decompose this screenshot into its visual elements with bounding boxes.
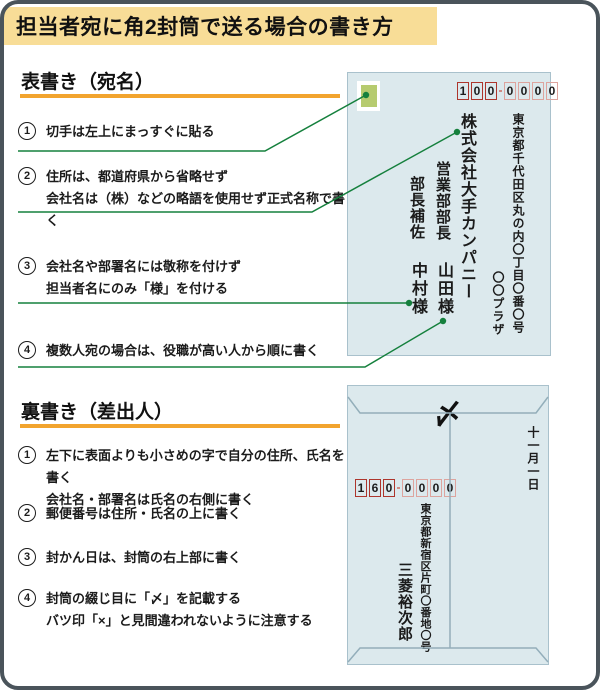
recipient1-title: 営業部部長 — [434, 161, 451, 241]
postal-digit: 1 — [355, 479, 367, 497]
tip-number: 4 — [18, 589, 36, 607]
tip-text: 住所は、都道府県から省略せず — [46, 169, 229, 184]
postal-hyphen — [397, 487, 400, 489]
sealing-date: 十一月一日 — [526, 426, 540, 491]
tip-number: 1 — [18, 122, 36, 140]
back-tip-4: 4 封筒の綴じ目に「〆」を記載する バツ印「×」と見間違われないように注意する — [18, 588, 348, 632]
tip-number: 2 — [18, 504, 36, 522]
stamp-icon — [357, 81, 380, 111]
tip-text: 複数人宛の場合は、役職が高い人から順に書く — [46, 343, 320, 358]
back-tip-1: 1 左下に表面よりも小さめの字で自分の住所、氏名を書く 会社名・部署名は氏名の右… — [18, 445, 348, 511]
section-back-heading: 裏書き（差出人） — [21, 402, 174, 423]
tip-text: バツ印「×」と見間違われないように注意する — [46, 613, 313, 628]
tip-text: 会社名・部署名は氏名の右側に書く — [46, 492, 255, 507]
sender-name: 三菱裕次郎 — [396, 562, 413, 642]
sender-address: 東京都新宿区片町〇番地〇号 — [419, 503, 431, 653]
postal-digit: 0 — [444, 479, 456, 497]
postal-digit: 0 — [518, 82, 530, 100]
page-title: 担当者宛に角2封筒で送る場合の書き方 — [16, 16, 394, 39]
recipient2-name: 中村様 — [409, 262, 426, 316]
front-tip-1: 1 切手は左上にまっすぐに貼る — [18, 121, 348, 143]
back-postal-code: 1 6 0 0 0 0 0 — [355, 479, 456, 497]
section-front-heading: 表書き（宛名） — [21, 72, 155, 93]
tip-text: 会社名や部署名には敬称を付けず — [46, 259, 242, 274]
back-envelope: 〆 十一月一日 1 6 0 0 0 0 0 東京都新宿区片町〇番地〇号 三菱裕次… — [347, 385, 549, 665]
postal-digit: 0 — [504, 82, 516, 100]
tip-text: 郵便番号は住所・氏名の上に書く — [46, 506, 242, 521]
back-tip-2: 2 郵便番号は住所・氏名の上に書く — [18, 503, 348, 525]
postal-digit: 0 — [546, 82, 558, 100]
postal-digit: 0 — [416, 479, 428, 497]
tip-text: 切手は左上にまっすぐに貼る — [46, 124, 215, 139]
postal-digit: 0 — [402, 479, 414, 497]
back-tip-3: 3 封かん日は、封筒の右上部に書く — [18, 547, 348, 569]
postal-digit: 0 — [383, 479, 395, 497]
recipient-address-line1: 東京都千代田区丸の内〇丁目〇番〇号 — [511, 113, 525, 334]
tip-text: 封筒の綴じ目に「〆」を記載する — [46, 591, 242, 606]
front-envelope: 1 0 0 0 0 0 0 東京都千代田区丸の内〇丁目〇番〇号 〇〇プラザ 株式… — [347, 72, 558, 356]
front-tip-2: 2 住所は、都道府県から省略せず 会社名は（株）などの略語を使用せず正式名称で書… — [18, 166, 348, 232]
recipient2-title: 部長補佐 — [408, 176, 425, 240]
front-postal-code: 1 0 0 0 0 0 0 — [457, 82, 558, 100]
tip-number: 4 — [18, 341, 36, 359]
postal-digit: 0 — [485, 82, 497, 100]
section-front-rule — [20, 94, 340, 98]
postal-digit: 0 — [532, 82, 544, 100]
postal-digit: 0 — [430, 479, 442, 497]
postal-digit: 0 — [471, 82, 483, 100]
front-tip-3: 3 会社名や部署名には敬称を付けず 担当者名にのみ「様」を付ける — [18, 256, 348, 300]
recipient1-name: 山田様 — [435, 262, 452, 316]
recipient-address-line2: 〇〇プラザ — [491, 271, 505, 336]
tip-text: 封かん日は、封筒の右上部に書く — [46, 550, 242, 565]
tip-number: 2 — [18, 167, 36, 185]
tip-number: 1 — [18, 446, 36, 464]
stamp-inner — [360, 85, 377, 107]
tip-text: 会社名は（株）などの略語を使用せず正式名称で書く — [46, 191, 346, 228]
tip-number: 3 — [18, 257, 36, 275]
recipient-company: 株式会社大手カンパニー — [458, 113, 475, 300]
postal-hyphen — [499, 90, 502, 92]
seal-mark: 〆 — [433, 399, 463, 431]
tip-text: 担当者名にのみ「様」を付ける — [46, 281, 229, 296]
front-tip-4: 4 複数人宛の場合は、役職が高い人から順に書く — [18, 340, 348, 362]
title-band: 担当者宛に角2封筒で送る場合の書き方 — [4, 7, 437, 45]
postal-digit: 1 — [457, 82, 469, 100]
tip-text: 左下に表面よりも小さめの字で自分の住所、氏名を書く — [46, 448, 345, 485]
tip-number: 3 — [18, 548, 36, 566]
postal-digit: 6 — [369, 479, 381, 497]
section-back-rule — [20, 424, 340, 428]
